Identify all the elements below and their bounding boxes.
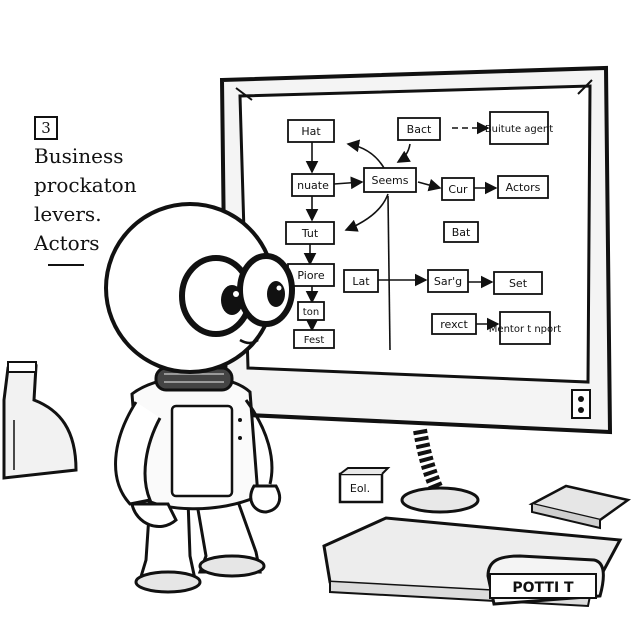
node-lat[interactable] (343, 269, 379, 293)
diagram-nodes (285, 111, 551, 349)
node-mentor[interactable] (499, 311, 551, 345)
label-piore: Piore (297, 269, 324, 282)
label-mentor: Mentor t nport (489, 324, 561, 335)
label-fest: Fest (304, 335, 325, 346)
note-line-2: prockaton (34, 173, 137, 197)
node-hat[interactable] (287, 119, 335, 143)
node-nuate[interactable] (291, 173, 335, 197)
small-box: Eol. (338, 467, 391, 504)
node-seems[interactable] (363, 167, 417, 193)
label-bact: Bact (407, 123, 432, 136)
node-fest[interactable] (293, 329, 335, 349)
power-button[interactable] (571, 389, 591, 419)
node-set[interactable] (493, 271, 543, 295)
node-sarg[interactable] (427, 269, 469, 293)
node-rexct[interactable] (431, 313, 477, 335)
handwritten-note: 3 Business prockaton levers. Actors (34, 112, 164, 266)
label-hat: Hat (301, 125, 321, 138)
bottle (2, 361, 78, 480)
node-actors[interactable] (497, 175, 549, 199)
label-nuate: nuate (297, 179, 329, 192)
robot-character (104, 202, 295, 594)
label-buitute: Buitute agent (485, 124, 553, 135)
floppy-disk (528, 484, 631, 530)
note-number: 3 (34, 116, 58, 140)
note-line-1: Business (34, 144, 124, 168)
node-buitute[interactable] (489, 111, 549, 145)
node-cur[interactable] (441, 177, 475, 201)
label-bat: Bat (452, 226, 471, 239)
diagram-labels: Hat Bact Buitute agent nuate Seems Cur A… (297, 123, 561, 346)
desk-device: POTTI T (486, 554, 605, 606)
label-actors: Actors (506, 181, 541, 194)
note-line-3: levers. (34, 202, 102, 226)
monitor-stand (400, 428, 480, 514)
label-lat: Lat (352, 275, 370, 288)
label-seems: Seems (372, 174, 409, 187)
label-tut: Tut (301, 227, 319, 240)
label-sarg: Sar'g (434, 275, 462, 288)
node-ton[interactable] (297, 301, 325, 321)
node-bact[interactable] (397, 117, 441, 141)
node-bat[interactable] (443, 221, 479, 243)
diagram-edges (303, 121, 500, 351)
node-tut[interactable] (285, 221, 335, 245)
note-line-4: Actors (34, 231, 100, 255)
label-set: Set (509, 277, 528, 290)
label-ton: ton (303, 307, 319, 318)
small-box-label: Eol. (350, 482, 370, 495)
note-underline (48, 264, 84, 266)
label-cur: Cur (448, 183, 468, 196)
device-label: POTTI T (512, 580, 574, 596)
label-rexct: rexct (440, 318, 468, 331)
